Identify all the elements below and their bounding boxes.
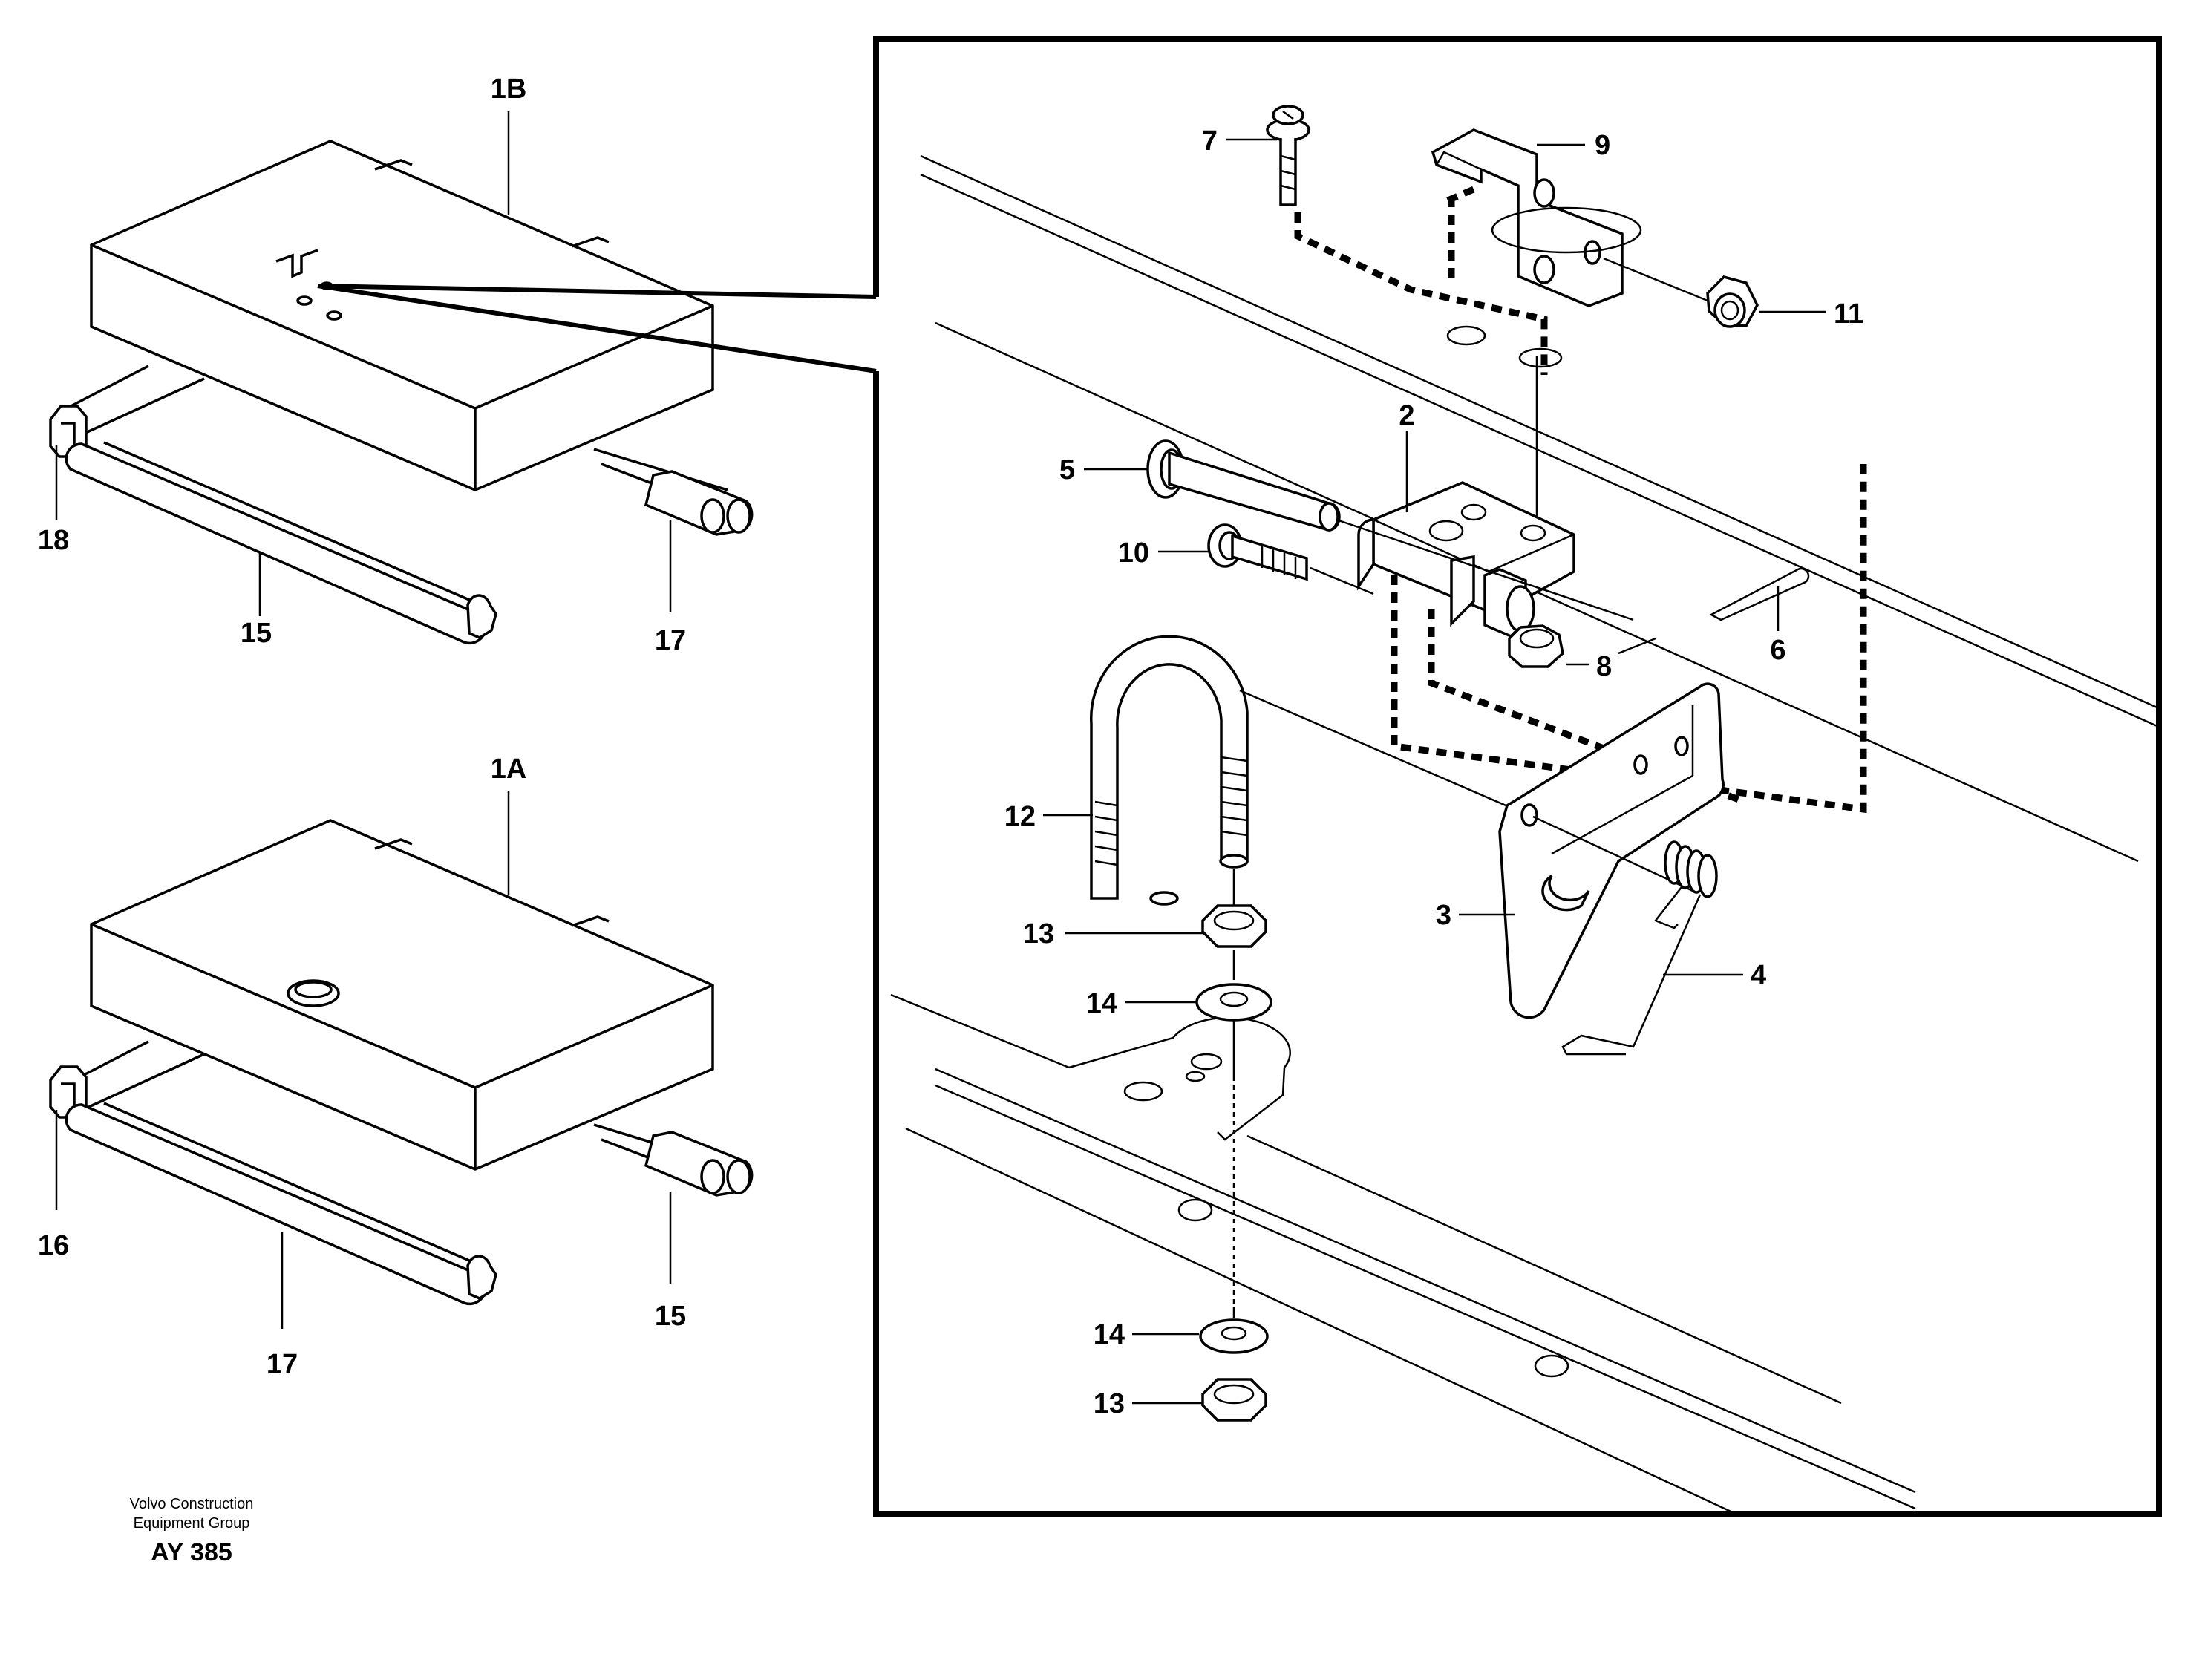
seal-tube-15-upper xyxy=(65,442,487,645)
nut-8 xyxy=(1508,624,1564,668)
cotter-pin-6 xyxy=(1618,567,1810,655)
bolt-10 xyxy=(1207,523,1374,595)
part-labels: 1B 1A 18 15 17 16 17 15 7 9 11 2 5 10 6 … xyxy=(38,73,1863,1419)
u-bolt-12 xyxy=(1090,635,1515,921)
assembly-1b xyxy=(49,140,754,645)
leader-lines xyxy=(55,111,1826,1405)
detail-frame xyxy=(317,36,2162,1517)
label-15-lower: 15 xyxy=(655,1301,686,1332)
label-17-upper: 17 xyxy=(655,625,686,656)
label-14-upper: 14 xyxy=(1086,988,1117,1019)
footer-company-line1: Volvo Construction xyxy=(130,1496,254,1512)
footer-company-line2: Equipment Group xyxy=(134,1515,250,1532)
bracket-9 xyxy=(1431,128,1642,307)
label-7: 7 xyxy=(1202,125,1218,157)
cabinet-box-1a xyxy=(90,819,714,1171)
detail-contents xyxy=(890,105,2161,1516)
label-17-lower: 17 xyxy=(267,1349,298,1380)
label-1b: 1B xyxy=(491,73,527,105)
label-10: 10 xyxy=(1118,537,1149,569)
label-13-lower: 13 xyxy=(1094,1388,1125,1419)
cabinet-box-1b xyxy=(90,140,714,491)
dashed-frame-left xyxy=(1391,197,1867,814)
footer-code: AY 385 xyxy=(151,1538,232,1566)
label-9: 9 xyxy=(1595,130,1610,161)
grommet-1a xyxy=(287,979,340,1007)
label-5: 5 xyxy=(1059,454,1075,486)
nut-13-upper xyxy=(1201,904,1267,948)
label-11: 11 xyxy=(1834,298,1863,330)
pin-5 xyxy=(1146,439,1634,621)
nut-11 xyxy=(1603,257,1759,328)
label-16: 16 xyxy=(38,1230,69,1261)
spring-4 xyxy=(1561,840,1718,1056)
label-3: 3 xyxy=(1436,900,1451,931)
label-15-upper: 15 xyxy=(241,618,272,649)
washer-14-upper xyxy=(1195,983,1272,1022)
label-2: 2 xyxy=(1399,400,1414,431)
label-1a: 1A xyxy=(491,754,527,785)
label-18: 18 xyxy=(38,525,69,556)
nut-13-lower xyxy=(1201,1378,1267,1422)
label-12: 12 xyxy=(1004,801,1036,832)
label-13-upper: 13 xyxy=(1023,918,1054,950)
label-14-lower: 14 xyxy=(1094,1319,1125,1350)
label-6: 6 xyxy=(1770,635,1785,666)
latch-plate-3 xyxy=(1498,682,1725,1019)
latch-small-1b xyxy=(275,249,318,278)
bolt-7 xyxy=(1266,105,1310,206)
mount-plate xyxy=(1068,1016,1292,1141)
washer-14-lower xyxy=(1199,1318,1269,1354)
label-8: 8 xyxy=(1596,651,1612,682)
assembly-1a xyxy=(49,819,754,1306)
label-4: 4 xyxy=(1751,960,1766,991)
footer-credit: Volvo Construction Equipment Group AY 38… xyxy=(130,1496,254,1566)
